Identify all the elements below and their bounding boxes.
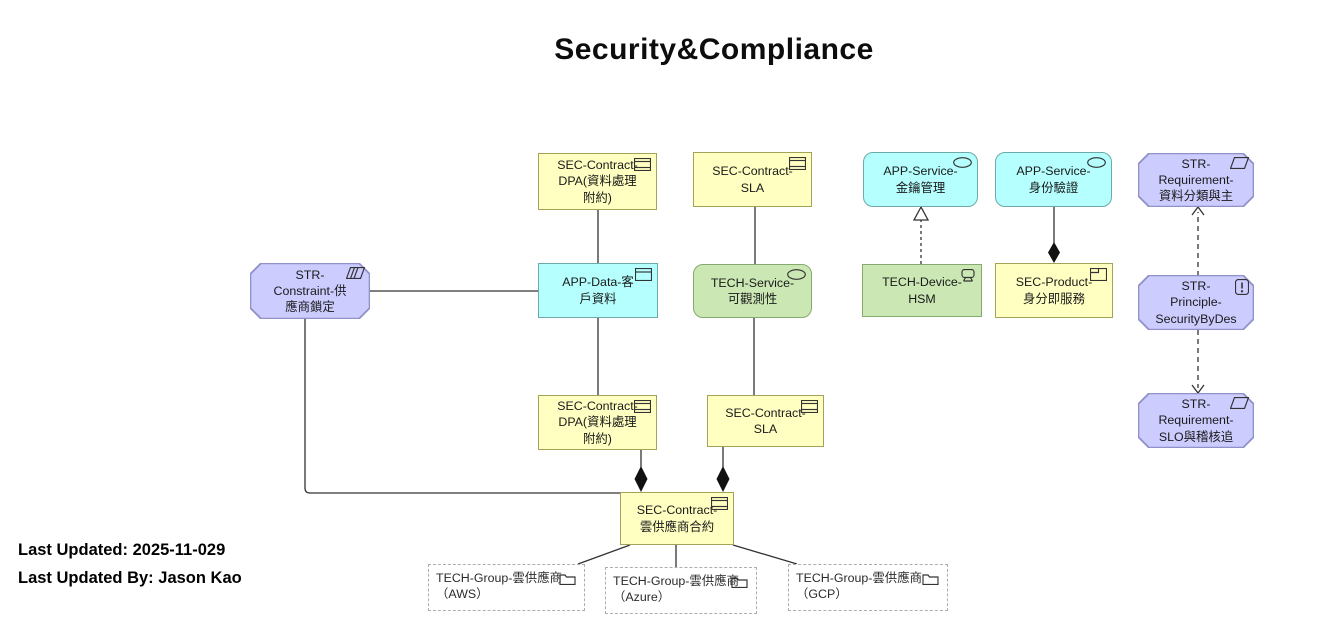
service-icon [787, 269, 806, 280]
node-tech-device-hsm[interactable]: TECH-Device- HSM [862, 264, 982, 317]
composition-diamond-dpa [634, 466, 648, 492]
node-app-service-authentication[interactable]: APP-Service- 身份驗證 [995, 152, 1112, 207]
node-label: APP-Service- 金鑰管理 [883, 164, 958, 195]
node-str-requirement-data-classification[interactable]: STR- Requirement- 資料分類與主 [1138, 153, 1254, 207]
node-label: STR- Principle- SecurityByDes [1155, 279, 1237, 326]
node-sec-contract-dpa-top[interactable]: SEC-Contract- DPA(資料處理 附約) [538, 153, 657, 210]
node-tech-service-observability[interactable]: TECH-Service- 可觀測性 [693, 264, 812, 318]
node-label: SEC-Contract- SLA [712, 164, 793, 195]
node-label: TECH-Device- HSM [882, 275, 962, 306]
node-label: STR- Constraint-供 應商鎖定 [273, 267, 347, 315]
node-label: APP-Service- 身份驗證 [1016, 164, 1091, 195]
device-icon [960, 269, 976, 282]
contract-icon [634, 158, 651, 171]
composition-diamond-product [1048, 242, 1060, 263]
edge-cloudcontract-to-aws [577, 544, 631, 565]
node-label: TECH-Group-雲供應商 （AWS） [436, 571, 562, 602]
principle-icon [1235, 279, 1249, 295]
contract-icon [801, 400, 818, 413]
node-label: STR- Requirement- SLO與稽核追 [1158, 397, 1234, 444]
last-updated-text: Last Updated: 2025-11-029 [18, 541, 226, 559]
node-str-constraint-vendor-lockin[interactable]: STR- Constraint-供 應商鎖定 [250, 263, 370, 319]
octagon-fill [251, 264, 368, 317]
node-label: SEC-Contract- DPA(資料處理 附約) [557, 399, 638, 446]
node-sec-contract-sla-bottom[interactable]: SEC-Contract- SLA [707, 395, 824, 447]
edge-constraint-to-cloudcontract [304, 319, 620, 494]
constraint-icon [346, 267, 365, 279]
last-updated-by-text: Last Updated By: Jason Kao [18, 569, 242, 587]
open-arrowhead-up [1191, 205, 1205, 216]
node-label: SEC-Contract- 雲供應商合約 [636, 503, 718, 534]
contract-icon [634, 400, 651, 413]
folder-icon [731, 575, 748, 588]
product-icon [1090, 268, 1107, 281]
node-tech-group-aws[interactable]: TECH-Group-雲供應商 （AWS） [428, 564, 585, 611]
node-tech-group-azure[interactable]: TECH-Group-雲供應商 （Azure） [605, 567, 757, 614]
folder-icon [922, 572, 939, 585]
folder-icon [559, 572, 576, 585]
node-sec-contract-cloud-vendor[interactable]: SEC-Contract- 雲供應商合約 [620, 492, 734, 545]
contract-icon [789, 157, 806, 170]
requirement-icon [1230, 157, 1249, 169]
node-label: TECH-Group-雲供應商 （Azure） [613, 574, 739, 605]
node-label: TECH-Service- 可觀測性 [710, 275, 795, 306]
edge-cloudcontract-to-gcp [732, 544, 798, 565]
realization-triangle [912, 205, 930, 221]
node-label: TECH-Group-雲供應商 （GCP） [796, 571, 922, 602]
node-tech-group-gcp[interactable]: TECH-Group-雲供應商 （GCP） [788, 564, 948, 611]
octagon-fill [1139, 394, 1252, 446]
node-str-principle-security-by-design[interactable]: STR- Principle- SecurityByDes [1138, 275, 1254, 330]
data-object-icon [635, 268, 652, 281]
node-label: SEC-Product- 身分即服務 [1015, 275, 1093, 306]
node-str-requirement-slo-audit[interactable]: STR- Requirement- SLO與稽核追 [1138, 393, 1254, 448]
requirement-icon [1230, 397, 1249, 409]
node-app-service-key-management[interactable]: APP-Service- 金鑰管理 [863, 152, 978, 207]
diagram-title: Security&Compliance [554, 33, 874, 66]
node-sec-product-idaas[interactable]: SEC-Product- 身分即服務 [995, 263, 1113, 318]
node-app-data-customer-data[interactable]: APP-Data-客 戶資料 [538, 263, 658, 318]
contract-icon [711, 497, 728, 510]
node-label: SEC-Contract- SLA [725, 405, 806, 436]
node-sec-contract-dpa-bottom[interactable]: SEC-Contract- DPA(資料處理 附約) [538, 395, 657, 450]
service-icon [953, 157, 972, 168]
octagon-fill [1139, 154, 1252, 205]
node-label: SEC-Contract- DPA(資料處理 附約) [557, 158, 638, 205]
node-label: STR- Requirement- 資料分類與主 [1158, 156, 1234, 204]
octagon-fill [1139, 276, 1252, 328]
node-sec-contract-sla-top[interactable]: SEC-Contract- SLA [693, 152, 812, 207]
service-icon [1087, 157, 1106, 168]
composition-diamond-sla [716, 466, 730, 492]
node-label: APP-Data-客 戶資料 [562, 275, 634, 306]
